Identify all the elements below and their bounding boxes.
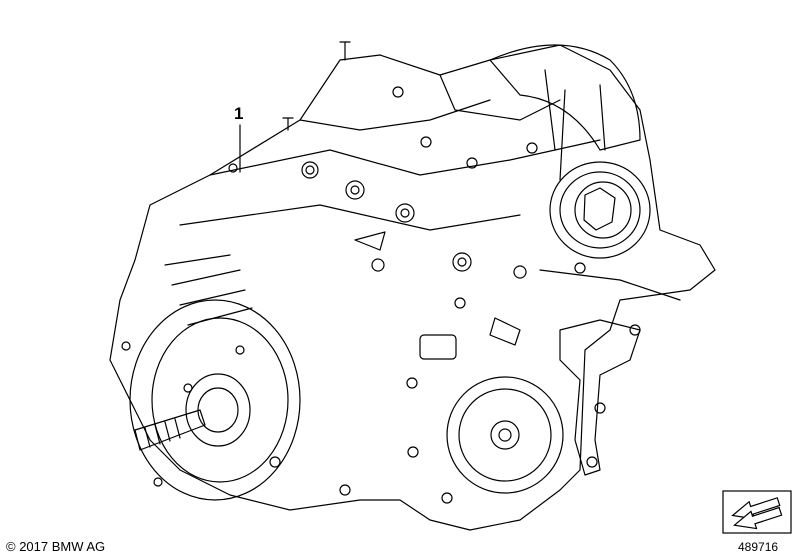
input-shaft	[134, 409, 206, 451]
housing-outline	[109, 44, 716, 531]
differential-dome	[489, 44, 641, 151]
copyright-notice: © 2017 BMW AG	[6, 539, 106, 554]
arrow-down-left-icon[interactable]	[722, 490, 792, 534]
output-ring	[549, 161, 651, 259]
bell-housing	[129, 299, 301, 501]
callout-1: 1	[234, 104, 244, 123]
pulley	[446, 376, 564, 494]
mounting-bracket	[559, 319, 641, 476]
reference-number: 489716	[738, 540, 779, 554]
